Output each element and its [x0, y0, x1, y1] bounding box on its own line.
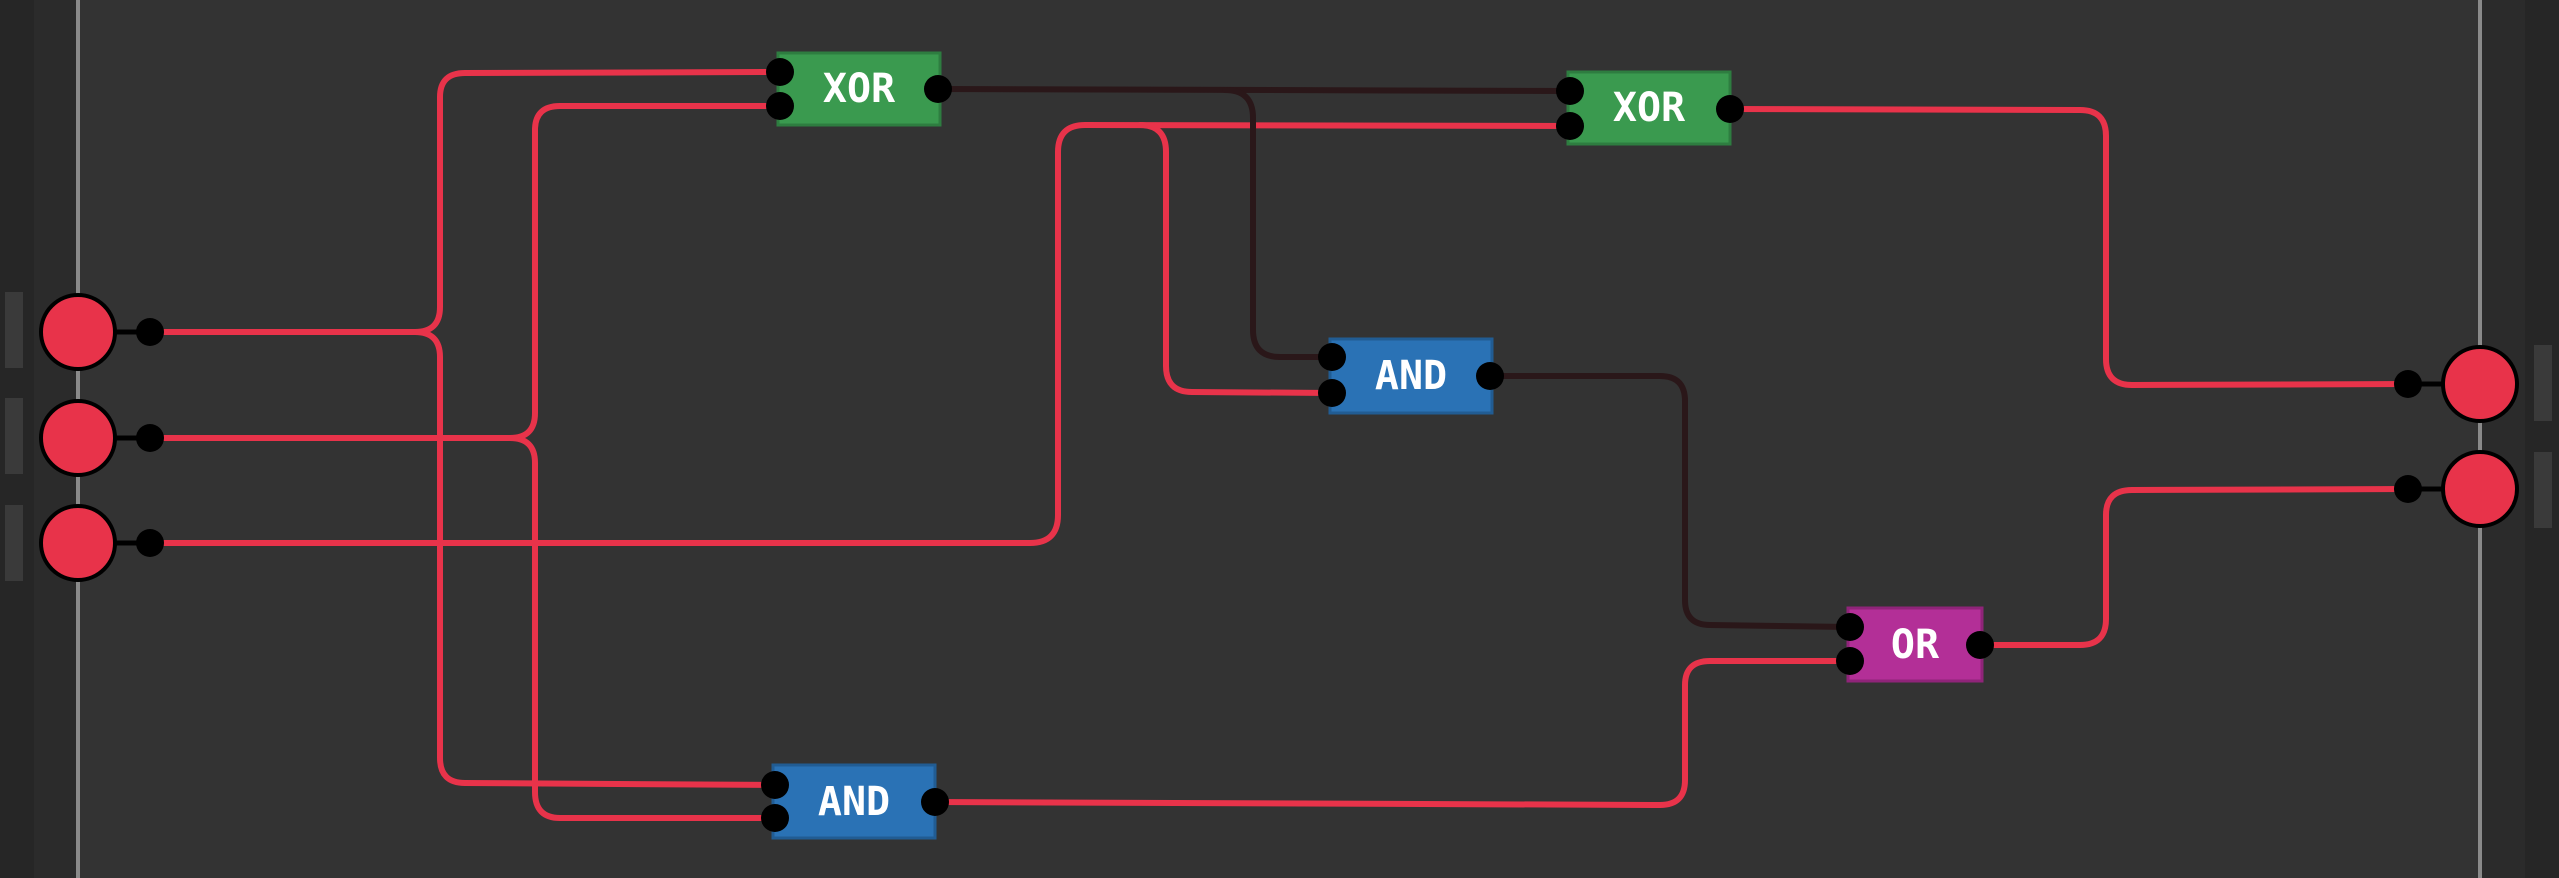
left-rail-handle-b[interactable]	[5, 398, 23, 474]
wire-w-c-xor2[interactable]	[147, 122, 1573, 546]
input-pin[interactable]	[136, 529, 164, 557]
wire-w-xor1-xor2[interactable]	[935, 86, 1573, 94]
wire-w-a-and2[interactable]	[412, 329, 778, 788]
wire-w-xor1-and1[interactable]	[1222, 87, 1335, 360]
gate-label: XOR	[823, 66, 896, 112]
left-rail-handle-a[interactable]	[5, 292, 23, 368]
wire-w-or-out[interactable]	[1977, 486, 2411, 648]
output-indicator	[2441, 450, 2519, 528]
gate-and-1[interactable]: AND	[1318, 337, 1504, 415]
gate-and-2[interactable]: AND	[761, 763, 949, 840]
input-switch-a[interactable]	[39, 293, 164, 371]
gate-or-1[interactable]: OR	[1836, 606, 1994, 683]
output-pin[interactable]	[2394, 475, 2422, 503]
input-pin[interactable]	[136, 318, 164, 346]
gate-label: AND	[1375, 353, 1447, 399]
gate-label: AND	[818, 779, 890, 825]
wire-w-c-and1[interactable]	[1137, 122, 1335, 396]
input-switch-b[interactable]	[39, 399, 164, 477]
wire-w-b-and2[interactable]	[507, 435, 778, 821]
wire-w-and2-or[interactable]	[932, 658, 1853, 808]
input-toggle[interactable]	[39, 504, 117, 582]
input-switch-c[interactable]	[39, 504, 164, 582]
gate-input-pin-1[interactable]	[761, 771, 789, 799]
left-rail-handle-c[interactable]	[5, 505, 23, 581]
gate-label: OR	[1891, 622, 1940, 668]
gate-input-pin-1[interactable]	[766, 58, 794, 86]
gate-xor-2[interactable]: XOR	[1556, 70, 1744, 146]
input-toggle[interactable]	[39, 399, 117, 477]
output-lamp-carry[interactable]	[2394, 450, 2519, 528]
right-rail-handle-b[interactable]	[2534, 452, 2552, 528]
wire-w-a-xor1[interactable]	[147, 69, 783, 335]
output-indicator	[2441, 345, 2519, 423]
gate-input-pin-1[interactable]	[1318, 343, 1346, 371]
gate-xor-1[interactable]: XOR	[766, 51, 952, 127]
input-pin[interactable]	[136, 424, 164, 452]
gate-output-pin[interactable]	[924, 75, 952, 103]
right-edge-strip	[2525, 0, 2559, 878]
right-rail-handle-a[interactable]	[2534, 345, 2552, 421]
wire-w-b-xor1[interactable]	[147, 103, 783, 441]
gate-input-pin-1[interactable]	[1556, 77, 1584, 105]
gate-output-pin[interactable]	[1476, 362, 1504, 390]
gate-body[interactable]	[776, 51, 942, 127]
output-pin[interactable]	[2394, 370, 2422, 398]
wire-w-xor2-out[interactable]	[1727, 106, 2411, 388]
gate-output-pin[interactable]	[921, 788, 949, 816]
gate-input-pin-2[interactable]	[1836, 647, 1864, 675]
input-toggle[interactable]	[39, 293, 117, 371]
gate-input-pin-2[interactable]	[761, 804, 789, 832]
wire-w-and1-or[interactable]	[1487, 373, 1853, 630]
gate-label: XOR	[1613, 85, 1686, 131]
gate-body[interactable]	[1328, 337, 1494, 415]
gate-output-pin[interactable]	[1716, 95, 1744, 123]
gate-input-pin-2[interactable]	[1556, 112, 1584, 140]
gate-output-pin[interactable]	[1966, 631, 1994, 659]
gate-input-pin-2[interactable]	[1318, 379, 1346, 407]
gate-input-pin-1[interactable]	[1836, 613, 1864, 641]
output-lamp-sum[interactable]	[2394, 345, 2519, 423]
gate-input-pin-2[interactable]	[766, 92, 794, 120]
